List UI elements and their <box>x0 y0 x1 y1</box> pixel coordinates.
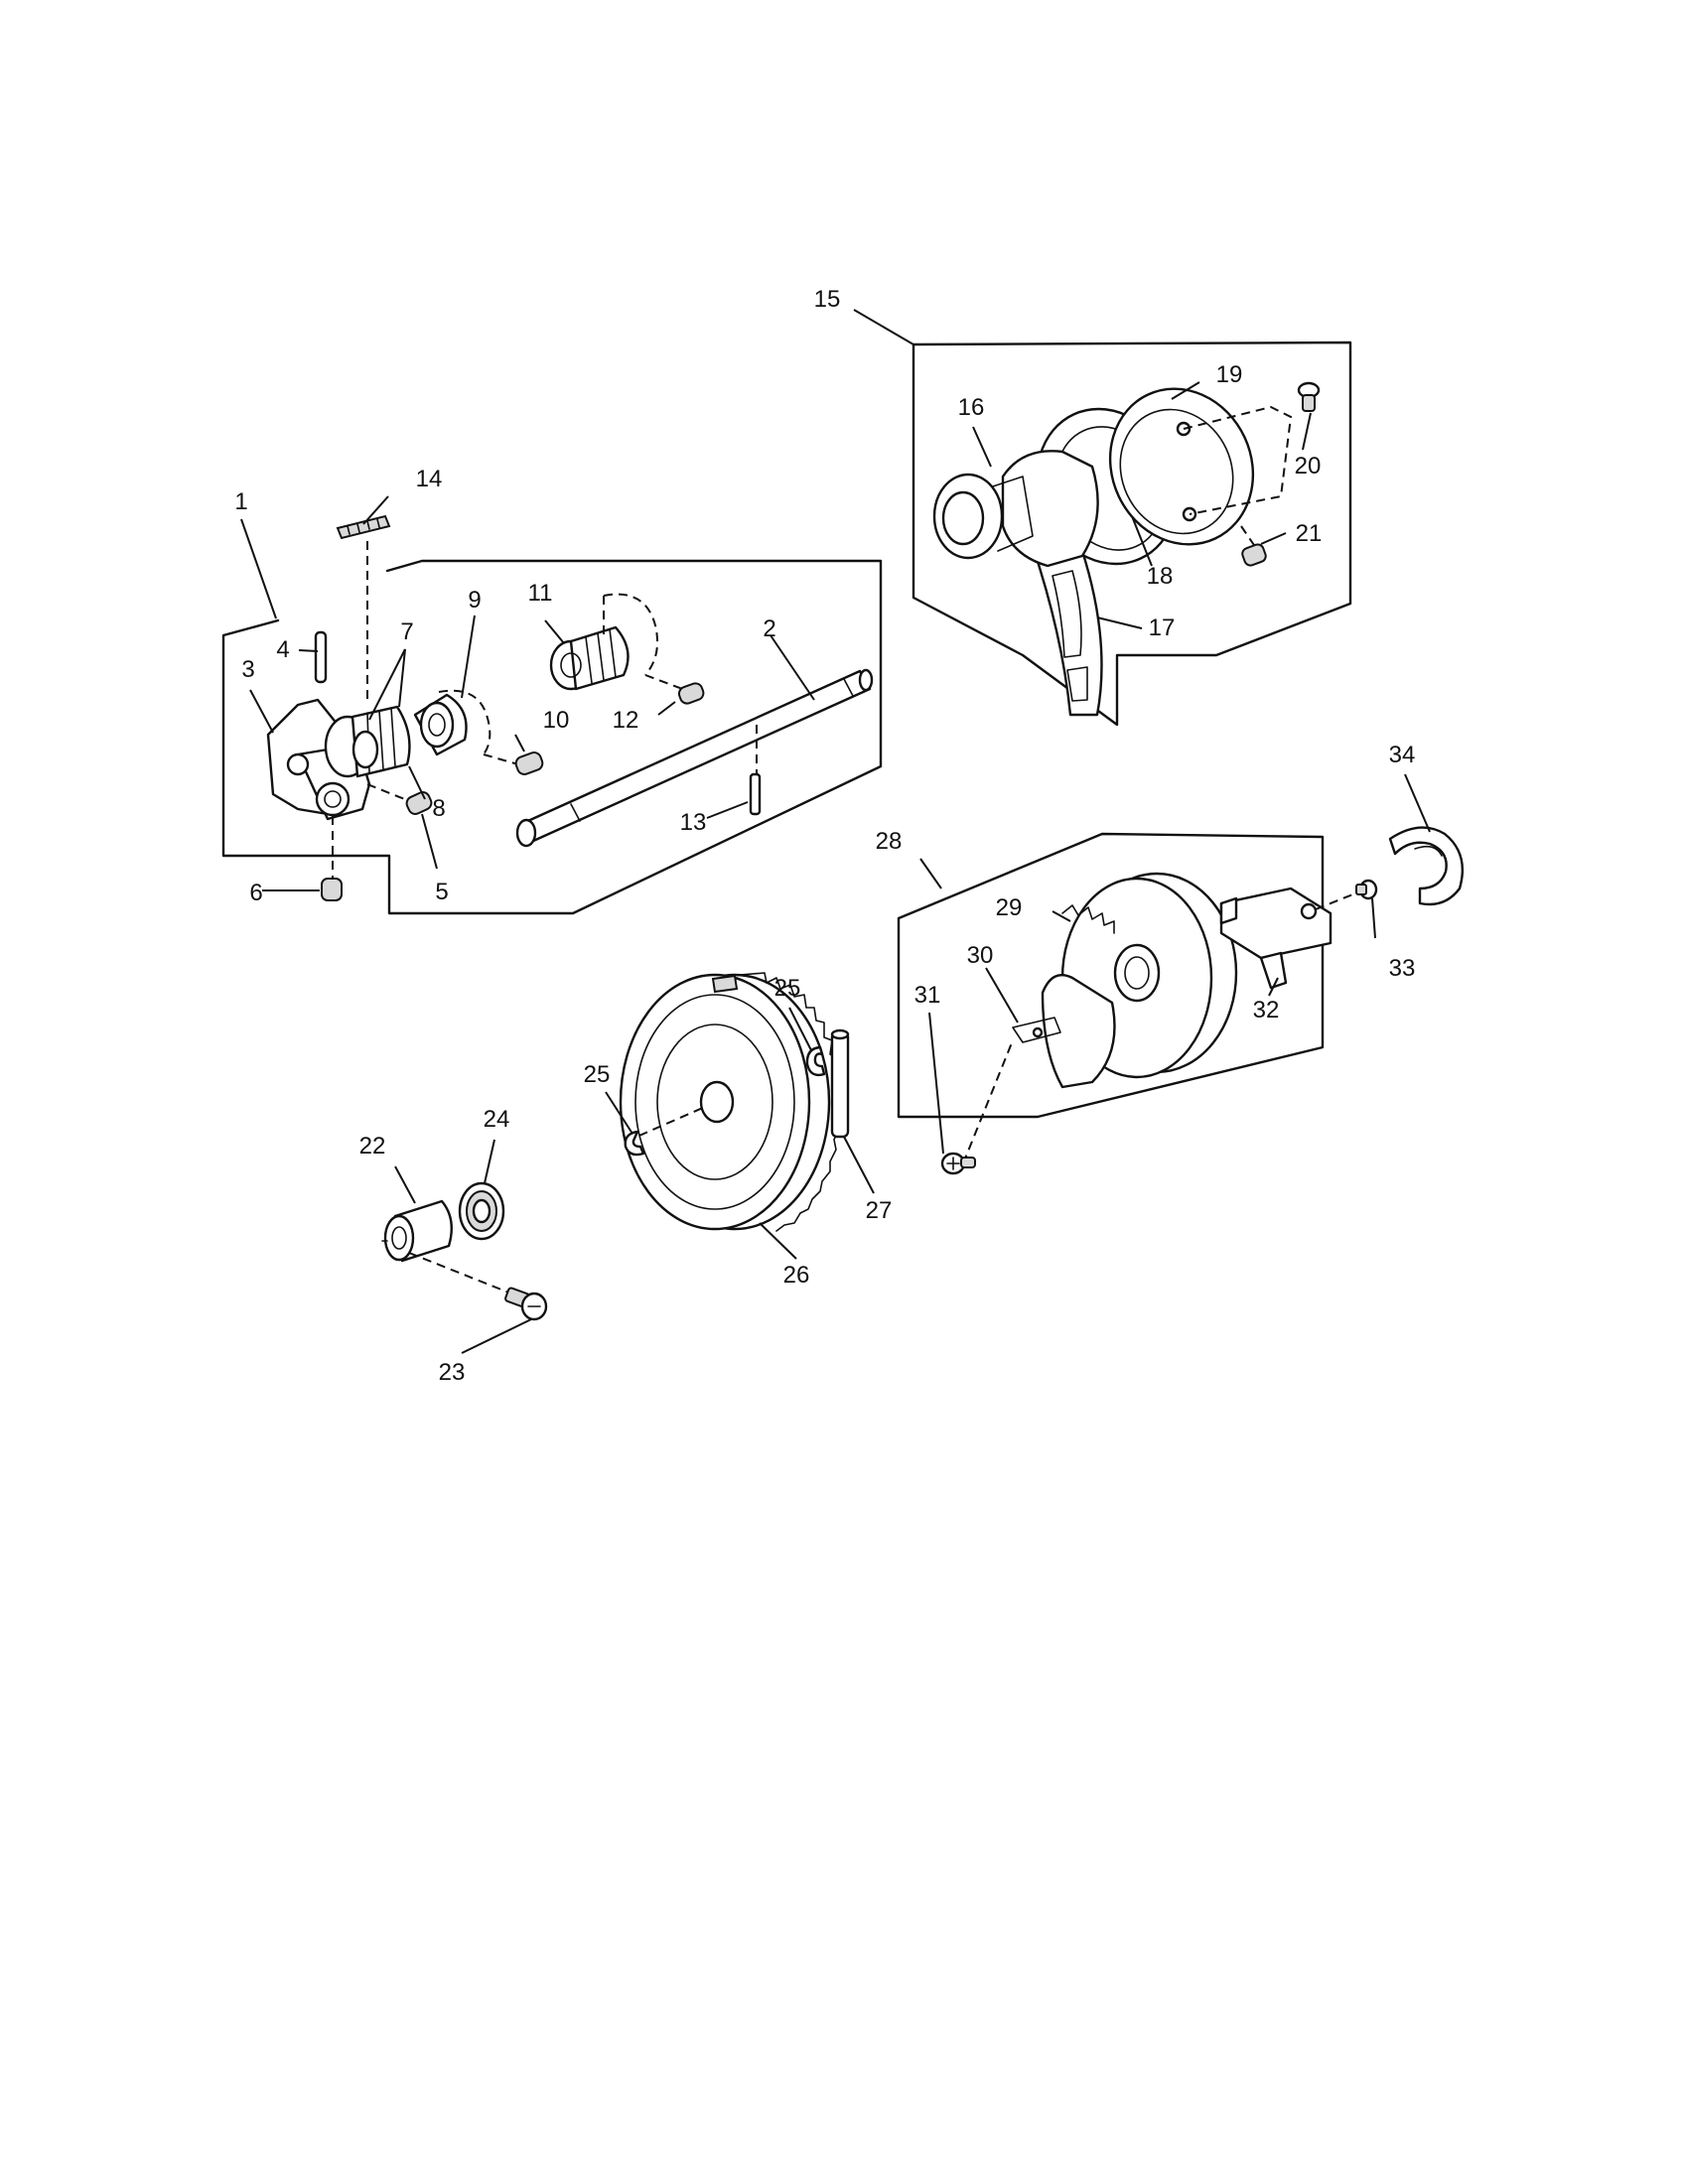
pin-part-4 <box>314 630 328 684</box>
dash-guide-5 <box>366 783 413 803</box>
cam-piece-part-30 <box>1012 973 1116 1089</box>
bracket-part-32 <box>1219 887 1333 990</box>
callout-31: 31 <box>914 982 941 1009</box>
set-screw-part-21 <box>1241 543 1267 567</box>
dash-guide-12 <box>644 674 686 691</box>
arm-part-17 <box>1031 534 1103 717</box>
screw-part-20 <box>1297 381 1321 412</box>
key-part-14 <box>336 514 391 540</box>
callout-29: 29 <box>996 894 1023 921</box>
dash-guide-33 <box>1315 890 1361 910</box>
callout-17: 17 <box>1149 614 1176 641</box>
set-screw-part-5 <box>405 791 433 815</box>
pin-part-13 <box>749 772 762 816</box>
assembly-15-outline <box>912 341 1352 727</box>
callout-26: 26 <box>783 1262 810 1289</box>
screw-part-33 <box>1355 879 1378 900</box>
callout-25-left: 25 <box>584 1061 611 1088</box>
dash-guide-23 <box>408 1252 517 1297</box>
gear-part-7-8 <box>324 705 411 778</box>
assembly-28-outline <box>897 832 1325 1119</box>
housing-part-19 <box>1108 387 1255 546</box>
callout-10: 10 <box>543 707 570 734</box>
callout-25-right: 25 <box>774 975 801 1002</box>
callout-4: 4 <box>276 636 289 663</box>
bushing-part-22 <box>383 1199 453 1263</box>
bushing-group <box>381 1181 548 1321</box>
callout-13: 13 <box>680 809 707 836</box>
dash-guide-10 <box>483 753 519 765</box>
pulley-group <box>619 972 850 1232</box>
e-ring-part-25b <box>805 1045 826 1077</box>
callout-3: 3 <box>241 656 254 683</box>
worm-part-11 <box>549 625 630 691</box>
pulley-part-26 <box>619 972 841 1232</box>
callout-16: 16 <box>958 394 985 421</box>
screw-part-31 <box>940 1152 976 1175</box>
callout-30: 30 <box>967 942 994 969</box>
dash-guide-31 <box>962 1039 1014 1164</box>
e-ring-part-25a <box>624 1130 645 1157</box>
callout-34: 34 <box>1389 742 1416 768</box>
dash-guide-21 <box>1240 525 1257 549</box>
callout-18: 18 <box>1147 563 1174 590</box>
callout-27: 27 <box>866 1197 893 1224</box>
callout-1: 1 <box>234 488 247 515</box>
assembly-28-group <box>897 826 1464 1175</box>
callout-2: 2 <box>763 615 775 642</box>
callout-5: 5 <box>435 879 448 905</box>
washer-part-24 <box>458 1181 505 1241</box>
assembly-15-group <box>912 341 1352 727</box>
callout-20: 20 <box>1295 453 1322 479</box>
callout-24: 24 <box>484 1106 510 1133</box>
pin-part-27 <box>830 1028 850 1139</box>
cam-part-16 <box>932 450 1099 568</box>
callout-21: 21 <box>1296 520 1323 547</box>
dash-guide-11 <box>603 593 658 676</box>
collar-part-9 <box>413 693 468 756</box>
callout-32: 32 <box>1253 997 1280 1024</box>
callout-14: 14 <box>416 466 443 492</box>
callout-12: 12 <box>613 707 639 734</box>
callout-labels: 1 2 3 4 5 6 7 8 9 10 11 12 13 14 15 16 1… <box>234 286 1415 1386</box>
callout-8: 8 <box>432 795 445 822</box>
callout-15: 15 <box>814 286 841 313</box>
lever-part-3 <box>266 698 371 821</box>
callout-23: 23 <box>439 1359 466 1386</box>
clip-part-34 <box>1388 826 1464 906</box>
callout-22: 22 <box>359 1133 386 1160</box>
assembly-1-group <box>221 514 883 915</box>
callout-6: 6 <box>249 880 262 906</box>
dash-guide-9 <box>438 689 491 755</box>
dash-guide-20-21 <box>1183 405 1293 515</box>
callout-11: 11 <box>528 580 553 607</box>
callout-33: 33 <box>1389 955 1416 982</box>
callout-19: 19 <box>1216 361 1243 388</box>
screw-part-23 <box>504 1287 548 1321</box>
leader-lines <box>240 309 1431 1354</box>
set-screw-part-10 <box>514 751 544 775</box>
callout-28: 28 <box>876 828 903 855</box>
assembly-1-outline <box>221 559 883 915</box>
callout-9: 9 <box>468 587 481 614</box>
set-screw-part-6 <box>321 878 343 901</box>
callout-7: 7 <box>400 618 413 645</box>
set-screw-part-12 <box>677 682 705 705</box>
shaft-part-2 <box>515 668 874 848</box>
